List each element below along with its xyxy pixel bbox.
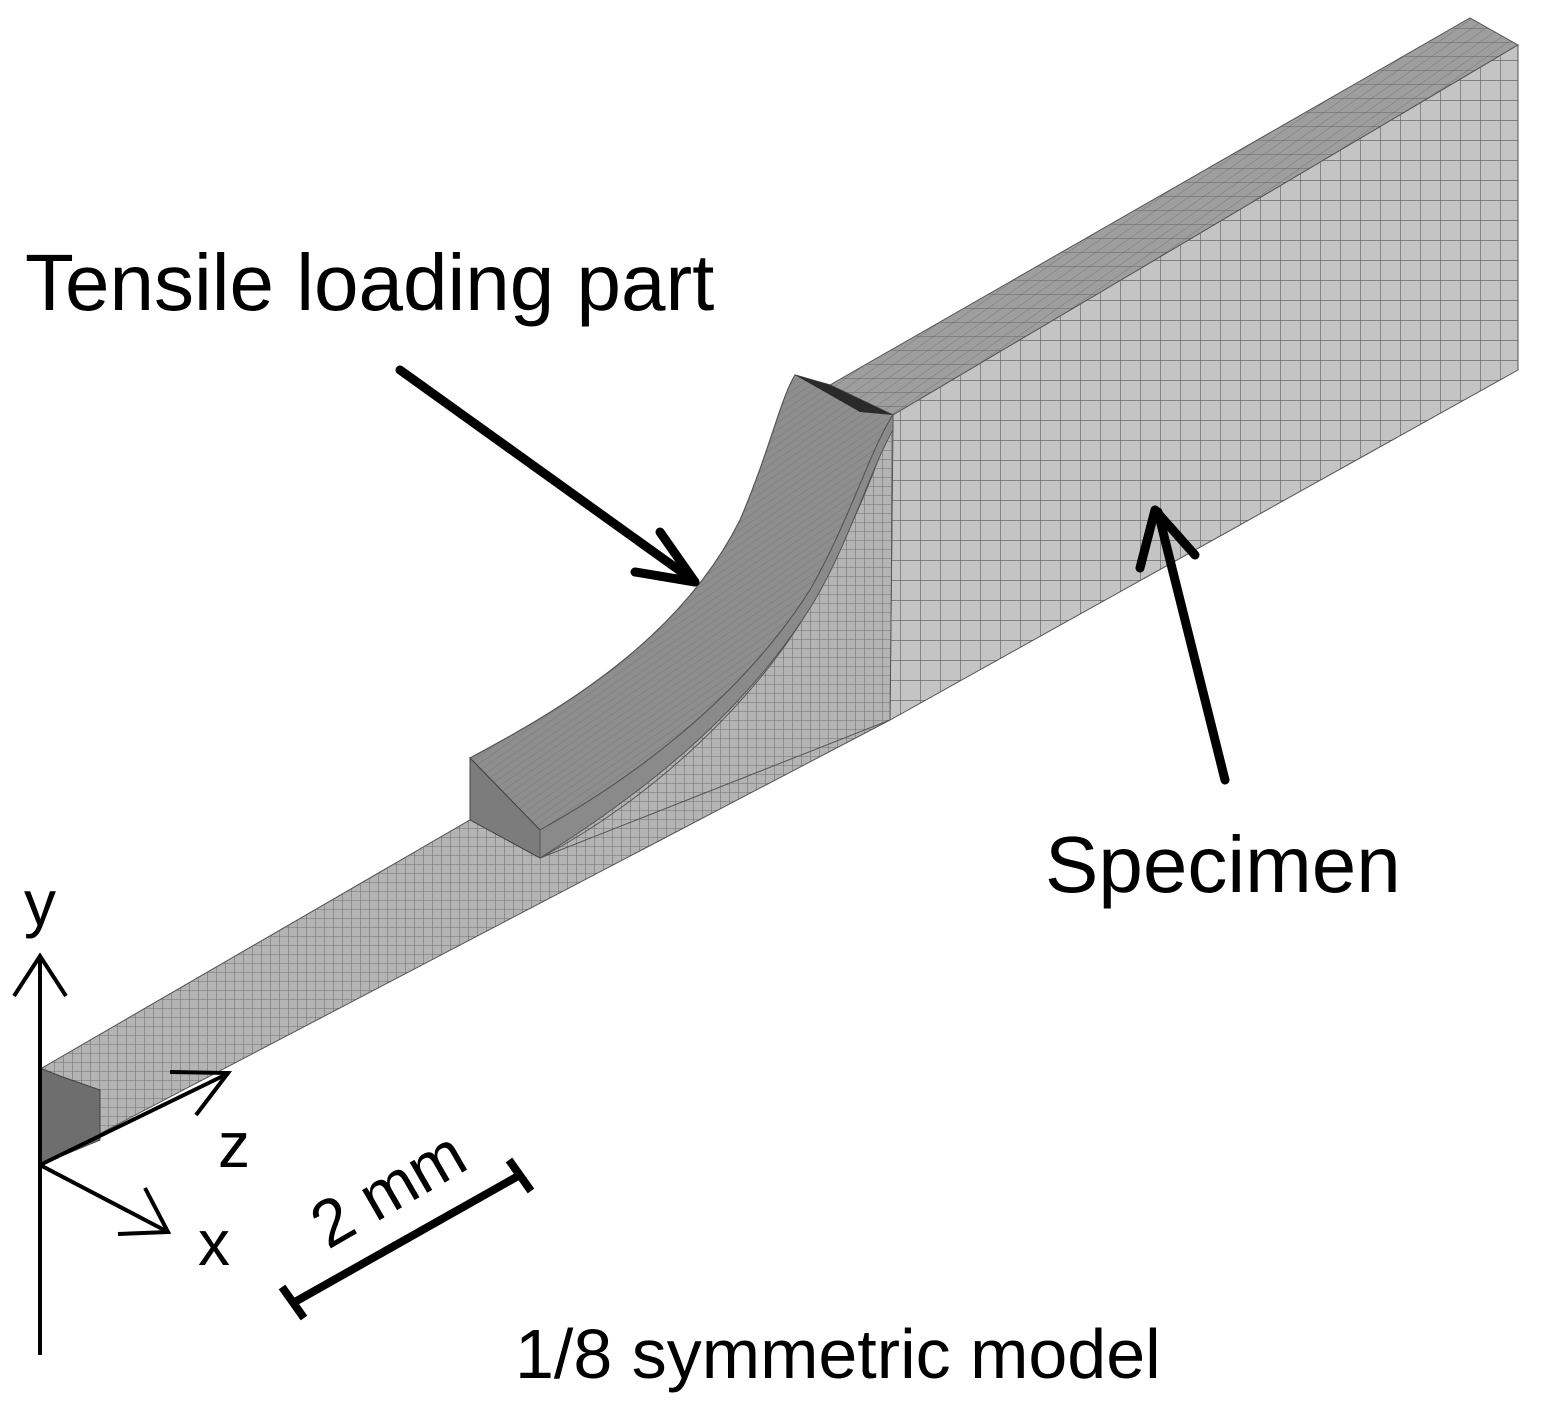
axis-y-label: y — [24, 867, 56, 939]
model-caption: 1/8 symmetric model — [515, 1315, 1161, 1393]
specimen-grip-front-face — [889, 44, 1519, 721]
specimen-label: Specimen — [1045, 820, 1401, 909]
coordinate-axes — [12, 952, 232, 1355]
specimen-arrow — [1135, 505, 1230, 785]
axis-x-label: x — [198, 1207, 230, 1279]
tensile-loading-part-mesh — [469, 374, 894, 859]
tensile-part-label: Tensile loading part — [25, 238, 714, 327]
scale-bar — [278, 1157, 535, 1321]
axis-z-label: z — [218, 1109, 250, 1181]
tensile-part-arrow — [395, 365, 700, 587]
scale-bar-label: 2 mm — [298, 1116, 478, 1263]
loading-part-top-wedge — [795, 375, 893, 415]
loading-part-side-band — [539, 413, 894, 859]
